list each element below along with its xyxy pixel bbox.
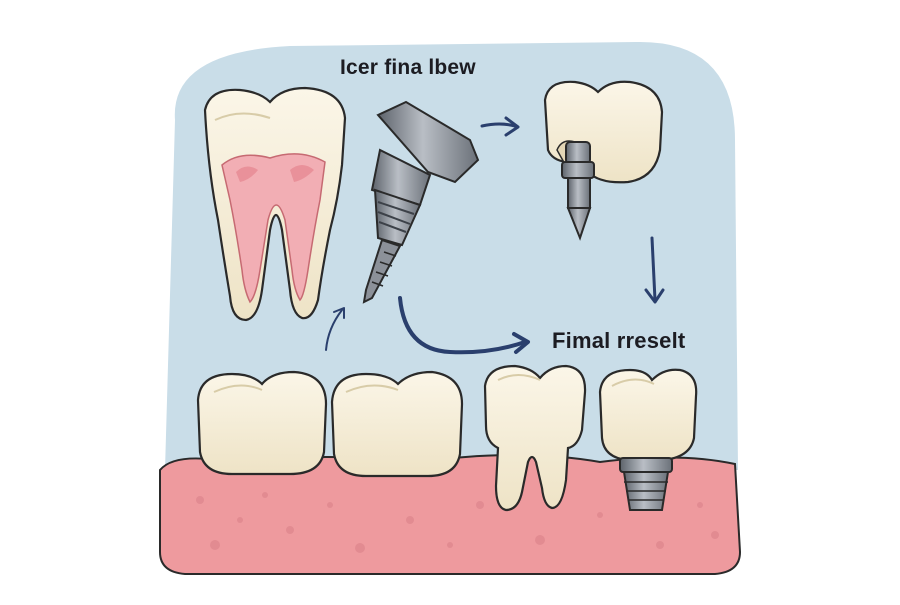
arrow-up-to-drill-head xyxy=(333,307,345,319)
final-result-label: Fimal rreselt xyxy=(552,328,686,353)
flow-arrows xyxy=(325,116,665,355)
natural-tooth-with-roots xyxy=(483,364,587,512)
arrow-curve-to-result xyxy=(398,296,527,355)
arrow-drill-to-crown xyxy=(480,122,517,128)
implant-drill-icon xyxy=(362,100,480,304)
arrow-up-to-drill xyxy=(325,309,343,351)
extracted-tooth-icon xyxy=(203,86,347,322)
arrow-curve-to-result-head xyxy=(512,332,530,354)
crown-abutment-icon xyxy=(543,80,664,241)
natural-molar-2 xyxy=(330,370,464,478)
gum-texture xyxy=(196,492,719,553)
arrow-drill-to-crown-head xyxy=(504,116,520,137)
natural-molar-1 xyxy=(196,370,328,476)
top-label: Icer fina lbew xyxy=(340,56,476,79)
arrow-crown-down xyxy=(650,236,657,302)
arrow-crown-down-head xyxy=(644,288,665,304)
implant-in-gum-icon xyxy=(598,368,698,511)
